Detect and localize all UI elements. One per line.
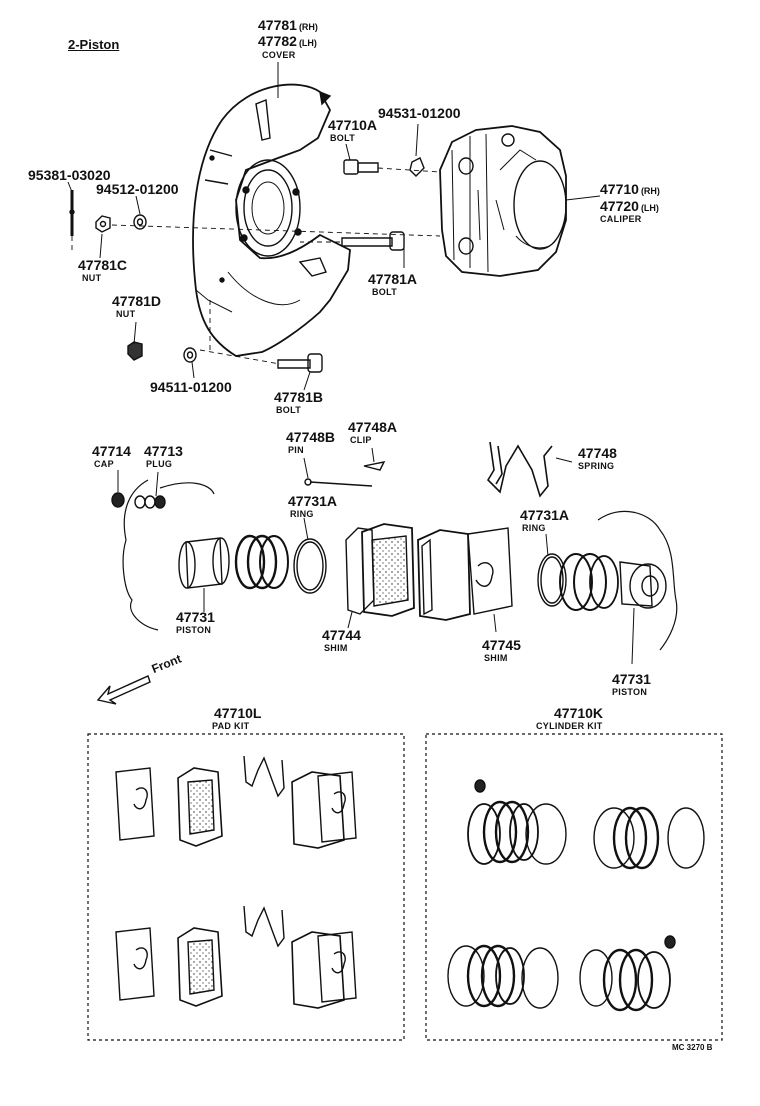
caliper-body [439, 125, 567, 277]
dust-cover [192, 83, 351, 357]
bolt-47781a [341, 231, 405, 251]
label-ring-left-name: RING [290, 509, 314, 519]
label-shim-47745: 47745 [482, 637, 521, 653]
label-pin-47748b: 47748B [286, 429, 336, 445]
label-spring-47748-name: SPRING [578, 461, 615, 471]
caliper-section-left [122, 479, 215, 631]
pad-kit-row-2 [115, 905, 357, 1009]
anti-squeal-shim-outer [467, 527, 513, 615]
label-ring-left: 47731A [288, 493, 338, 509]
seal-left [234, 534, 289, 590]
diagram-title: 2-Piston [68, 37, 120, 52]
nut-47781c [95, 215, 111, 233]
label-plug-47713-name: PLUG [146, 459, 173, 469]
bolt-47710a [343, 159, 379, 175]
ring-left [293, 538, 327, 594]
pin-47748b [304, 478, 373, 487]
label-94531: 94531-01200 [378, 105, 461, 121]
cylinder-kit-row-1 [467, 779, 705, 870]
cylinder-kit-box [425, 733, 723, 1041]
label-ring-right-name: RING [522, 523, 546, 533]
label-bolt-47781a: 47781A [368, 271, 418, 287]
label-bolt-47710a: 47710A [328, 117, 378, 133]
ring-right-pair [537, 553, 619, 611]
bleeder-94531 [409, 157, 425, 177]
piston-right [619, 561, 667, 609]
label-pad-kit: 47710L [214, 705, 262, 721]
label-cover-lh: 47782(LH) [258, 33, 317, 49]
label-nut-47781d: 47781D [112, 293, 162, 309]
label-clip-47748a-name: CLIP [350, 435, 372, 445]
label-shim-47744-name: SHIM [324, 643, 348, 653]
label-piston-right: 47731 [612, 671, 651, 687]
label-cap-47714-name: CAP [94, 459, 114, 469]
bolt-47781b [277, 353, 323, 373]
label-nut-47781c: 47781C [78, 257, 128, 273]
label-bolt-47710a-name: BOLT [330, 133, 356, 143]
label-piston-left: 47731 [176, 609, 215, 625]
label-cylinder-kit-name: CYLINDER KIT [536, 721, 603, 731]
label-cap-47714: 47714 [92, 443, 131, 459]
label-spring-47748: 47748 [578, 445, 617, 461]
label-piston-left-name: PISTON [176, 625, 212, 635]
label-caliper-name: CALIPER [600, 214, 642, 224]
brake-pad-right [417, 529, 471, 621]
pad-kit-row-1 [115, 755, 357, 849]
label-94511: 94511-01200 [150, 379, 232, 395]
piston-left [178, 537, 230, 589]
label-shim-47745-name: SHIM [484, 653, 508, 663]
pad-kit-box [87, 733, 405, 1041]
cap-47714 [111, 492, 125, 508]
label-caliper-rh: 47710(RH) [600, 181, 660, 197]
nut-47781d [127, 341, 143, 361]
label-cover-rh: 47781(RH) [258, 17, 318, 33]
washer-94512 [133, 214, 147, 230]
label-nut-47781c-name: NUT [82, 273, 102, 283]
assembly-lines [71, 167, 441, 365]
label-nut-47781d-name: NUT [116, 309, 136, 319]
label-bolt-47781b-name: BOLT [276, 405, 302, 415]
label-bolt-47781b: 47781B [274, 389, 324, 405]
leader-lines [67, 62, 635, 665]
plug-47713 [134, 495, 166, 509]
label-95381: 95381-03020 [28, 167, 111, 183]
clip-47748a [363, 461, 386, 471]
cotter-pin-95381 [69, 190, 75, 236]
label-ring-right: 47731A [520, 507, 570, 523]
label-94512: 94512-01200 [96, 181, 179, 197]
label-pin-47748b-name: PIN [288, 445, 304, 455]
anti-squeal-shim-inner [345, 527, 375, 615]
brake-pad-left [361, 523, 415, 617]
cylinder-kit-row-2 [447, 935, 676, 1012]
label-plug-47713: 47713 [144, 443, 183, 459]
spring-47748 [486, 441, 553, 498]
label-cover-name: COVER [262, 50, 296, 60]
label-pad-kit-name: PAD KIT [212, 721, 250, 731]
label-bolt-47781a-name: BOLT [372, 287, 398, 297]
front-arrow-icon [96, 675, 151, 705]
label-piston-right-name: PISTON [612, 687, 648, 697]
label-caliper-lh: 47720(LH) [600, 198, 659, 214]
label-shim-47744: 47744 [322, 627, 361, 643]
caliper-section-right [597, 510, 678, 651]
label-cylinder-kit: 47710K [554, 705, 604, 721]
figure-reference-code: MC 3270 B [672, 1043, 713, 1052]
label-clip-47748a: 47748A [348, 419, 398, 435]
washer-94511 [183, 347, 197, 363]
